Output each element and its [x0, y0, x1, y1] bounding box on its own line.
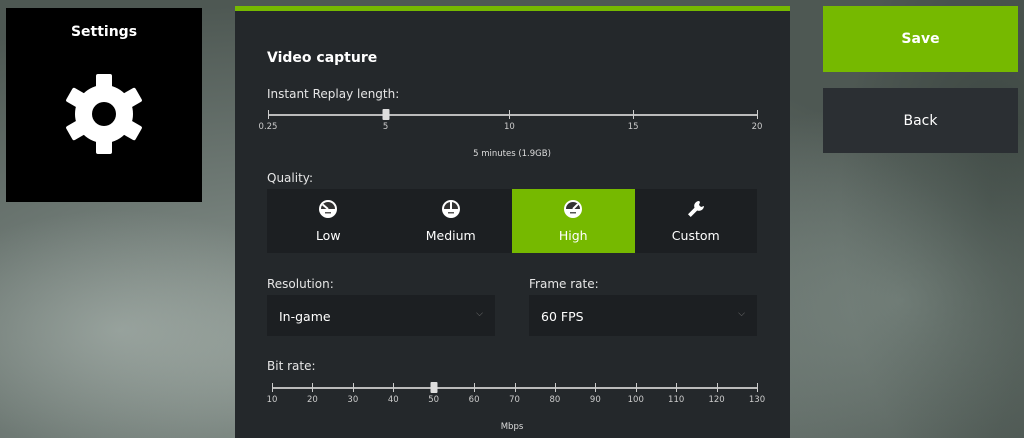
slider-thumb[interactable]: [382, 109, 390, 120]
slider-tick: [554, 383, 556, 392]
slider-tick: [272, 383, 273, 392]
bitrate-slider[interactable]: 10 20 30 40 50 60 70 80 90 100 110 120 130: [267, 382, 765, 423]
replay-length-slider[interactable]: 0.25 5 10 15 20: [259, 109, 762, 150]
quality-label: Quality:: [267, 171, 314, 185]
quality-option-custom[interactable]: Custom: [635, 189, 758, 253]
tick-label: 15: [627, 122, 639, 132]
quality-option-label: High: [558, 228, 588, 243]
wrench-icon: [686, 199, 706, 222]
slider-tick: [716, 383, 718, 392]
tick-label: 50: [428, 395, 440, 405]
slider-tick: [633, 110, 635, 119]
tick-label: 30: [347, 395, 359, 405]
slider-tick: [514, 383, 516, 392]
back-button[interactable]: Back: [823, 88, 1018, 153]
resolution-value: In-game: [279, 309, 331, 324]
slider-tick: [393, 383, 395, 392]
quality-option-label: Low: [315, 228, 341, 243]
section-heading: Video capture: [267, 50, 378, 66]
slider-tick: [757, 383, 758, 392]
settings-title: Settings: [70, 24, 138, 40]
tick-label: 130: [748, 395, 766, 405]
chevron-down-icon: ⌵: [476, 309, 483, 319]
slider-track[interactable]: [268, 114, 757, 116]
slider-tick: [676, 383, 678, 392]
tick-label: 20: [306, 395, 318, 405]
slider-tick: [474, 383, 476, 392]
replay-caption: 5 minutes (1.9GB): [473, 149, 551, 159]
tick-label: 40: [387, 395, 399, 405]
tick-label: 90: [589, 395, 601, 405]
bitrate-unit: Mbps: [500, 422, 524, 432]
gear-icon: [65, 74, 143, 154]
tick-label: 100: [627, 395, 644, 405]
tick-label: 80: [549, 395, 561, 405]
slider-tick: [595, 383, 597, 392]
tick-label: 120: [708, 395, 725, 405]
quality-selector[interactable]: Low Medium High Custom: [267, 189, 757, 253]
settings-tile[interactable]: Settings: [6, 8, 202, 202]
tick-label: 60: [468, 395, 480, 405]
framerate-value: 60 FPS: [541, 309, 584, 324]
quality-option-label: Medium: [425, 228, 476, 243]
slider-tick: [268, 110, 269, 119]
replay-label: Instant Replay length:: [267, 87, 400, 101]
video-capture-panel: Video capture Instant Replay length: 0.2…: [235, 6, 790, 438]
slider-tick: [757, 110, 758, 119]
framerate-label: Frame rate:: [529, 277, 599, 291]
slider-tick: [509, 110, 511, 119]
slider-tick: [312, 383, 314, 392]
gauge-medium-icon: [441, 199, 461, 222]
quality-option-label: Custom: [671, 228, 720, 243]
tick-label: 10: [266, 395, 278, 405]
slider-thumb[interactable]: [430, 382, 438, 393]
tick-label: 5: [382, 122, 389, 132]
framerate-dropdown[interactable]: 60 FPS ⌵: [529, 295, 757, 336]
resolution-dropdown[interactable]: In-game ⌵: [267, 295, 495, 336]
quality-option-medium[interactable]: Medium: [390, 189, 513, 253]
chevron-down-icon: ⌵: [738, 309, 745, 319]
tick-label: 110: [668, 395, 685, 405]
quality-option-high[interactable]: High: [512, 189, 635, 253]
tick-label: 20: [751, 122, 763, 132]
tick-label: 70: [509, 395, 520, 405]
tick-label: 10: [503, 122, 515, 132]
gauge-low-icon: [318, 199, 338, 222]
slider-tick: [352, 383, 354, 392]
bitrate-label: Bit rate:: [267, 359, 316, 373]
slider-tick: [635, 383, 637, 392]
quality-option-low[interactable]: Low: [267, 189, 390, 253]
resolution-label: Resolution:: [267, 277, 334, 291]
tick-label: 0.25: [258, 122, 278, 132]
gauge-high-icon: [563, 199, 583, 222]
save-button[interactable]: Save: [823, 6, 1018, 72]
